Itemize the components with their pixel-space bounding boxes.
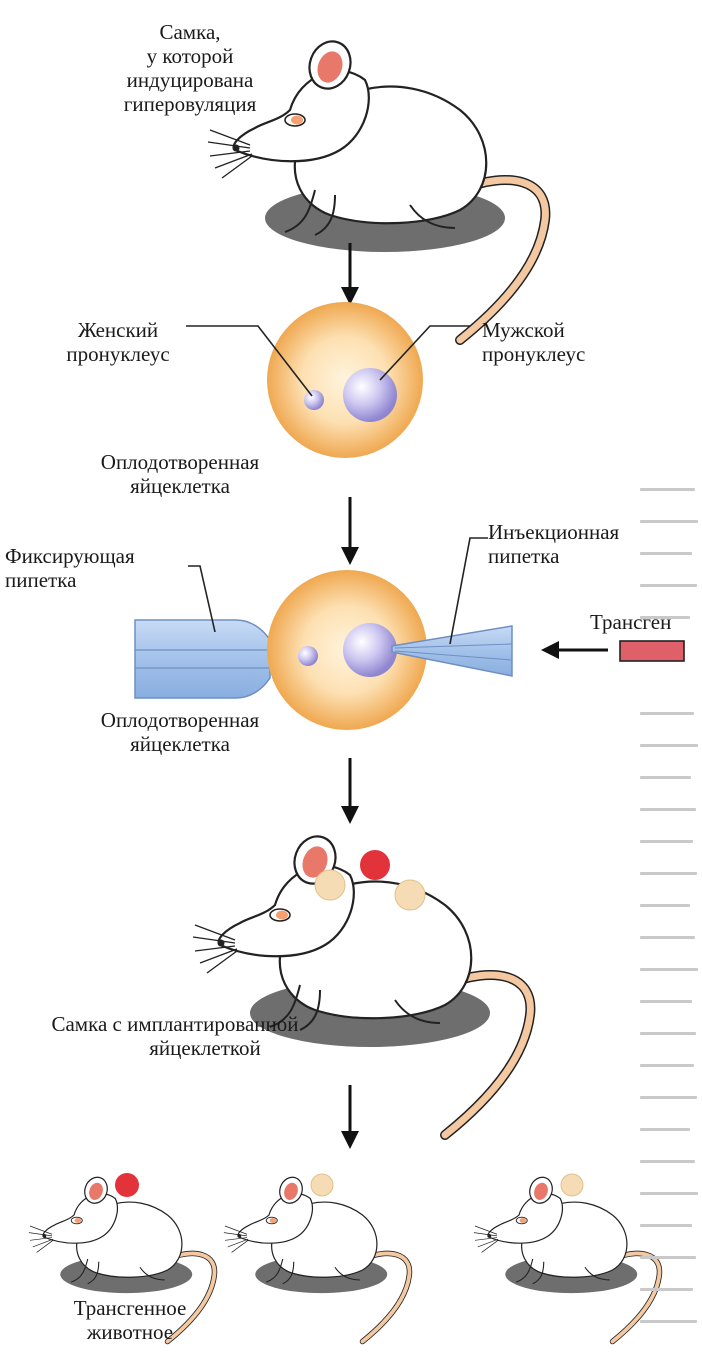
female-pronucleus [304,390,324,410]
implanted-female-line2: яйцеклеткой [10,1036,340,1060]
injection-pipette-line2: пипетка [488,544,619,568]
male-pronucleus-line2: пронуклеус [482,342,585,366]
fertilized-egg-caption-1: Оплодотворенная яйцеклетка [55,450,305,498]
holding-pipette-line2: пипетка [5,568,135,592]
egg-caption-1-line1: Оплодотворенная [55,450,305,474]
offspring-mouse-2 [224,1174,410,1342]
step1-line2: у которой [95,44,285,68]
implanted-female-label: Самка с имплантированной яйцеклеткой [10,1012,340,1060]
embryo-pale-1 [315,870,345,900]
male-pronucleus-label: Мужской пронуклеус [482,318,585,366]
holding-pipette-line1: Фиксирующая [5,544,135,568]
embryo-red [360,850,390,880]
offspring-mouse-3 [474,1174,660,1342]
microinjection-scene [135,570,512,730]
egg-caption-1-line2: яйцеклетка [55,474,305,498]
step1-label: Самка, у которой индуцирована гиперовуля… [95,20,285,116]
holding-pipette [135,620,270,698]
transgene-text: Трансген [590,610,671,634]
background-page-edge [640,0,702,1357]
implanted-female-line1: Самка с имплантированной [10,1012,340,1036]
transgenic-animal-line1: Трансгенное [45,1296,215,1320]
transgene-label: Трансген [590,610,671,634]
egg-caption-2-line2: яйцеклетка [55,732,305,756]
fertilized-egg-caption-2: Оплодотворенная яйцеклетка [55,708,305,756]
fertilized-egg [267,302,423,458]
female-pronucleus-line2: пронуклеус [48,342,188,366]
step1-line4: гиперовуляция [95,92,285,116]
male-pronucleus [343,368,397,422]
step1-line3: индуцирована [95,68,285,92]
transgenic-animal-label: Трансгенное животное [45,1296,215,1344]
injection-pipette-line1: Инъекционная [488,520,619,544]
implanted-female-illustration [193,831,530,1135]
female-pronucleus-line1: Женский [48,318,188,342]
holding-pipette-label: Фиксирующая пипетка [5,544,135,592]
male-pronucleus-line1: Мужской [482,318,585,342]
embryo-pale-2 [395,880,425,910]
transgenic-animal-line2: животное [45,1320,215,1344]
female-pronucleus-label: Женский пронуклеус [48,318,188,366]
injection-pipette-leader [450,538,488,644]
offspring-1-red-marker [115,1173,139,1197]
egg-caption-2-line1: Оплодотворенная [55,708,305,732]
injection-pipette-label: Инъекционная пипетка [488,520,619,568]
step1-line1: Самка, [95,20,285,44]
